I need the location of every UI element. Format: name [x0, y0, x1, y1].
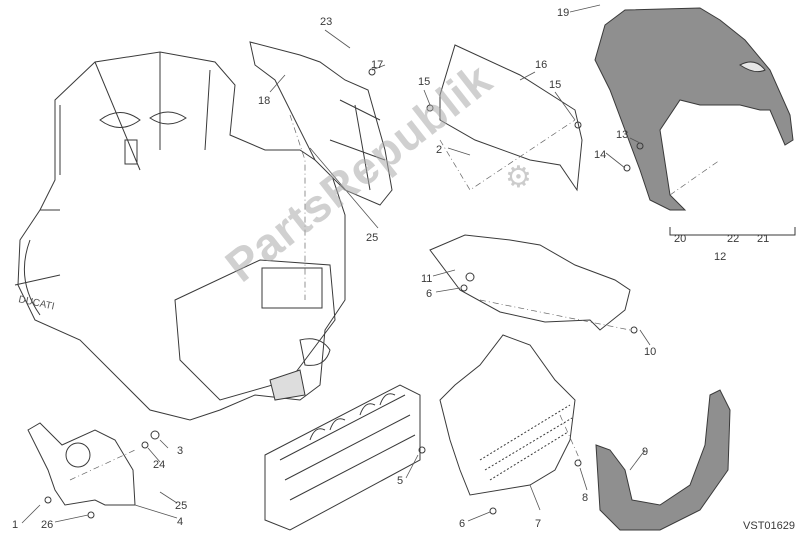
sprocket-cover	[27, 422, 136, 506]
callout-11: 11	[421, 273, 433, 285]
callout-10: 10	[644, 346, 657, 358]
callout-17: 17	[371, 59, 384, 71]
callout-13: 13	[616, 129, 629, 141]
callout-6: 6	[426, 288, 433, 300]
callout-8: 8	[582, 492, 589, 504]
callout-9: 9	[642, 446, 649, 458]
panel-16	[439, 44, 583, 192]
callout-21: 21	[757, 233, 770, 245]
callout-14: 14	[594, 149, 607, 161]
gear-icon: ⚙	[505, 161, 532, 194]
diagram-reference-code: VST01629	[743, 520, 795, 532]
callout-25: 25	[366, 232, 379, 244]
engine-block	[17, 51, 346, 421]
callout-2: 2	[436, 144, 443, 156]
callout-15: 15	[418, 76, 431, 88]
callout-19: 19	[557, 7, 570, 19]
callout-5: 5	[397, 475, 404, 487]
panel-18	[249, 41, 393, 206]
callout-3: 3	[177, 445, 184, 457]
fairing-12	[594, 7, 794, 211]
callout-18: 18	[258, 95, 271, 107]
callout-20: 20	[674, 233, 687, 245]
panel-7	[439, 334, 576, 496]
panel-11	[429, 234, 631, 331]
callout-26: 26	[41, 519, 54, 531]
callout-4: 4	[177, 516, 184, 528]
callout-24: 24	[153, 459, 166, 471]
radiator	[264, 384, 421, 531]
callout-15: 15	[549, 79, 562, 91]
callout-16: 16	[535, 59, 548, 71]
callout-6: 6	[459, 518, 466, 530]
callout-1: 1	[12, 519, 19, 531]
callout-7: 7	[535, 518, 542, 530]
callout-25: 25	[175, 500, 188, 512]
callout-12: 12	[714, 251, 727, 263]
fairing-9	[595, 389, 731, 531]
callout-23: 23	[320, 16, 333, 28]
callout-22: 22	[727, 233, 740, 245]
